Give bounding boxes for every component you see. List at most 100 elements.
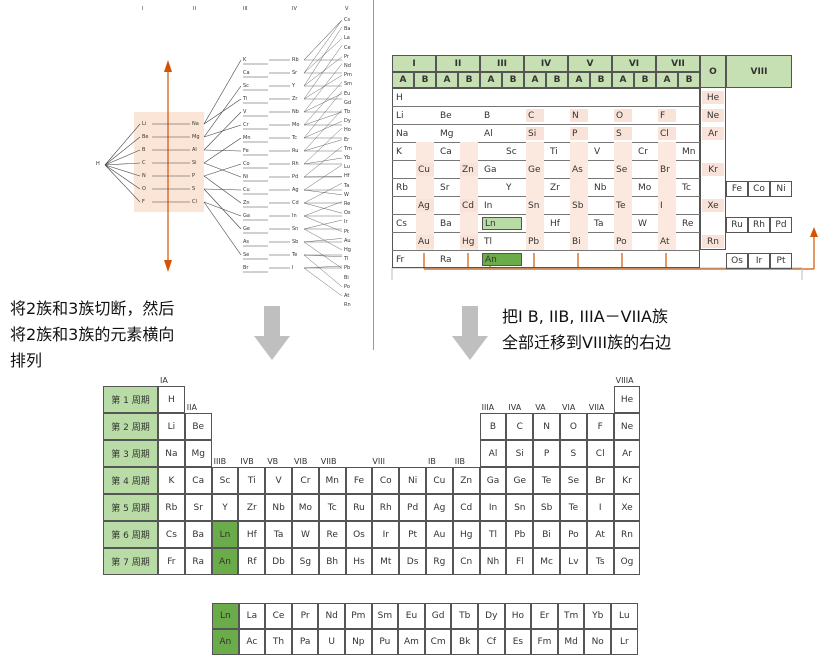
fan-lines bbox=[104, 19, 343, 297]
element-Mo: Mo bbox=[292, 494, 319, 521]
element-Si: Si bbox=[526, 127, 544, 140]
actinide-Es: Es bbox=[504, 629, 532, 655]
element-P: P bbox=[570, 127, 588, 140]
period-label-7: 第 7 周期 bbox=[103, 548, 158, 575]
col3-Dy: Dy bbox=[344, 118, 351, 125]
lanthanide-Er: Er bbox=[531, 603, 558, 629]
noble-Ne: Ne bbox=[702, 109, 724, 122]
viii-Pt: Pt bbox=[770, 253, 792, 269]
element-Ln: Ln bbox=[211, 521, 239, 548]
actinide-Md: Md bbox=[557, 629, 585, 655]
element-F: F bbox=[586, 413, 614, 440]
subgroup-A: A bbox=[392, 72, 414, 88]
viii-Fe: Fe bbox=[726, 181, 748, 197]
element-Po: Po bbox=[560, 521, 587, 548]
element-Ca: Ca bbox=[184, 467, 212, 494]
element-Zn: Zn bbox=[452, 467, 480, 494]
col3-Nd: Nd bbox=[344, 63, 351, 69]
row-line bbox=[392, 232, 700, 233]
group-label-VIA: VIA bbox=[562, 403, 576, 412]
element-Sn: Sn bbox=[528, 200, 540, 211]
viii-Rh: Rh bbox=[748, 217, 770, 233]
element-Cl: Cl bbox=[586, 440, 614, 467]
actinide-Ac: Ac bbox=[238, 629, 266, 655]
col3-Yb: Yb bbox=[344, 155, 351, 161]
subgroup-B: B bbox=[414, 72, 436, 88]
element-Li: Li bbox=[396, 110, 404, 121]
lanthanide-Sm: Sm bbox=[371, 603, 399, 629]
element-Mg: Mg bbox=[184, 440, 212, 467]
subgroup-strip bbox=[658, 142, 676, 250]
group-label-VB: VB bbox=[267, 457, 279, 466]
element-Ba: Ba bbox=[440, 218, 452, 229]
element-Fe: Fe bbox=[345, 467, 373, 494]
element-Ta: Ta bbox=[594, 218, 604, 229]
element-Au: Au bbox=[416, 235, 434, 248]
right-col-Cl: Cl bbox=[192, 199, 197, 205]
bracket-arrows bbox=[391, 227, 818, 280]
element-Te: Te bbox=[560, 494, 587, 521]
lanthanide-Pm: Pm bbox=[345, 603, 372, 629]
lanthanide-Eu: Eu bbox=[398, 603, 425, 629]
col3-Ho: Ho bbox=[344, 127, 351, 134]
group-header-III: III bbox=[243, 6, 248, 12]
caption-left-line3: 排列 bbox=[10, 351, 43, 370]
col1-Se: Se bbox=[243, 252, 250, 258]
col2-Mo: Mo bbox=[292, 122, 300, 128]
center-element-H: H bbox=[96, 161, 100, 167]
row-line bbox=[392, 160, 700, 161]
element-Br: Br bbox=[660, 164, 670, 175]
element-In: In bbox=[479, 494, 507, 521]
element-An: An bbox=[482, 253, 522, 266]
element-Cs: Cs bbox=[396, 218, 407, 229]
element-Si: Si bbox=[506, 440, 534, 467]
element-Ne: Ne bbox=[613, 413, 641, 440]
element-Re: Re bbox=[318, 521, 346, 548]
element-Ra: Ra bbox=[440, 254, 452, 265]
highlight-band bbox=[134, 112, 204, 212]
col3-Ir: Ir bbox=[344, 219, 348, 226]
col1-Ge: Ge bbox=[243, 226, 250, 232]
element-Rg: Rg bbox=[426, 548, 453, 575]
col2-Sb: Sb bbox=[292, 239, 299, 245]
element-Hg: Hg bbox=[452, 521, 480, 548]
noble-He: He bbox=[702, 91, 724, 104]
element-Kr: Kr bbox=[613, 467, 641, 494]
element-Tl: Tl bbox=[484, 236, 492, 247]
element-Tc: Tc bbox=[682, 182, 691, 193]
element-Sr: Sr bbox=[440, 182, 450, 193]
caption-left-line1: 将2族和3族切断，然后 bbox=[10, 299, 175, 318]
element-Ca: Ca bbox=[440, 146, 452, 157]
col3-Pt: Pt bbox=[344, 228, 349, 235]
subgroup-B: B bbox=[634, 72, 656, 88]
element-He: He bbox=[613, 386, 641, 413]
element-Pb: Pb bbox=[528, 236, 540, 247]
element-V: V bbox=[594, 146, 601, 157]
group-header-III: III bbox=[480, 55, 524, 72]
element-Hs: Hs bbox=[345, 548, 373, 575]
subgroup-B: B bbox=[546, 72, 568, 88]
element-Lv: Lv bbox=[560, 548, 587, 575]
element-C: C bbox=[526, 109, 544, 122]
noble-Kr: Kr bbox=[702, 163, 724, 176]
element-O: O bbox=[560, 413, 587, 440]
right-col-Na: Na bbox=[192, 121, 199, 127]
element-Fr: Fr bbox=[158, 548, 185, 575]
element-Co: Co bbox=[372, 467, 400, 494]
element-Ra: Ra bbox=[184, 548, 212, 575]
col3-W: W bbox=[344, 191, 349, 198]
actinide-Cf: Cf bbox=[478, 629, 505, 655]
period-label-2: 第 2 周期 bbox=[103, 413, 158, 440]
col2-Nb: Nb bbox=[292, 109, 299, 115]
lanthanide-Pr: Pr bbox=[291, 603, 319, 629]
noble-Ar: Ar bbox=[702, 127, 724, 140]
col1-Cu: Cu bbox=[243, 187, 250, 193]
element-Cu: Cu bbox=[426, 467, 453, 494]
col1-Cr: Cr bbox=[243, 122, 249, 128]
element-K: K bbox=[158, 467, 185, 494]
element-Zr: Zr bbox=[238, 494, 266, 521]
actinide-An: An bbox=[212, 629, 239, 655]
element-Mg: Mg bbox=[440, 128, 454, 139]
col1-Ca: Ca bbox=[243, 70, 250, 76]
col3-Er: Er bbox=[344, 136, 350, 143]
